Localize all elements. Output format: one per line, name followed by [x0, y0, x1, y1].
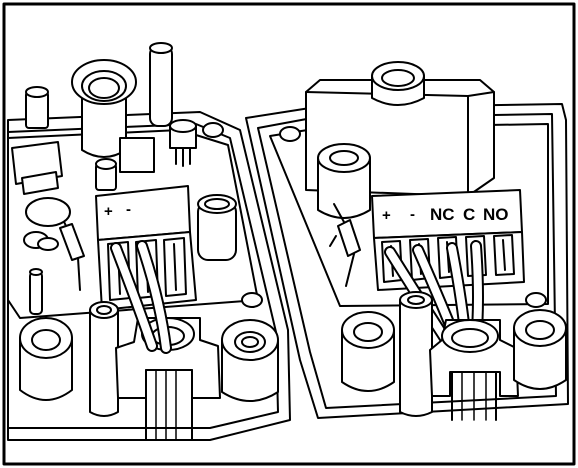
pin	[29, 271, 43, 315]
ic-chip	[119, 137, 155, 173]
left-circuit-board: + -	[7, 42, 291, 441]
diode	[59, 223, 85, 261]
wire-fill	[112, 244, 156, 350]
coil-hole	[329, 150, 359, 166]
electrolytic-capacitor-top	[197, 194, 237, 214]
right-circuit-board: + - NC C NO	[245, 61, 569, 421]
tube-hole	[407, 295, 425, 305]
relay-knob-inner	[381, 69, 415, 87]
right-terminal-block: + - NC C NO	[371, 189, 525, 291]
mounting-hole	[525, 292, 547, 308]
screw-line	[502, 239, 506, 271]
tube-top	[399, 291, 433, 309]
cable-strands	[461, 371, 487, 421]
lead	[329, 235, 337, 247]
standoff-hole	[353, 322, 383, 342]
transistor-top	[169, 119, 197, 133]
right-terminal-label-c: C	[463, 205, 475, 224]
pin-top	[29, 268, 43, 276]
right-terminal-label-plus: +	[382, 207, 391, 224]
coil-inner	[81, 70, 127, 102]
cable-strands	[155, 369, 177, 441]
tube-top	[89, 301, 119, 319]
wire-fill	[138, 242, 170, 352]
right-terminal-label-nc: NC	[430, 205, 455, 224]
mounting-hole	[241, 292, 263, 308]
coil-core	[88, 77, 120, 99]
disc-capacitor	[25, 197, 71, 227]
lead	[345, 253, 355, 287]
capacitor-top	[25, 86, 49, 98]
mounting-hole	[279, 126, 301, 142]
right-terminal-label-minus: -	[410, 206, 415, 223]
relay-block-base	[21, 171, 59, 195]
coil-top	[317, 143, 371, 173]
mounting-hole	[202, 122, 224, 138]
standoff-inner	[241, 336, 259, 348]
capacitor-ring	[204, 198, 230, 210]
tube-body	[399, 299, 433, 417]
right-terminal-label-no: NO	[483, 205, 509, 224]
electrolytic-capacitor-top	[149, 42, 173, 54]
tube-body	[89, 309, 119, 417]
coil-body	[317, 157, 371, 219]
tube-hole	[96, 305, 112, 315]
electrolytic-capacitor	[149, 45, 173, 127]
cable	[451, 371, 497, 421]
wire-grommet-inner	[451, 328, 489, 348]
disc-capacitor-small	[37, 237, 59, 251]
lead	[333, 203, 345, 223]
cable	[145, 369, 193, 441]
standoff-hole	[234, 331, 266, 353]
diode	[337, 219, 361, 257]
lead	[77, 257, 81, 291]
small-capacitor-top	[95, 158, 117, 170]
screw-line	[173, 243, 177, 291]
standoff-hole	[525, 320, 555, 340]
left-terminal-label-minus: -	[126, 201, 131, 218]
standoff-hole	[31, 329, 61, 351]
left-terminal-label-plus: +	[104, 203, 113, 220]
